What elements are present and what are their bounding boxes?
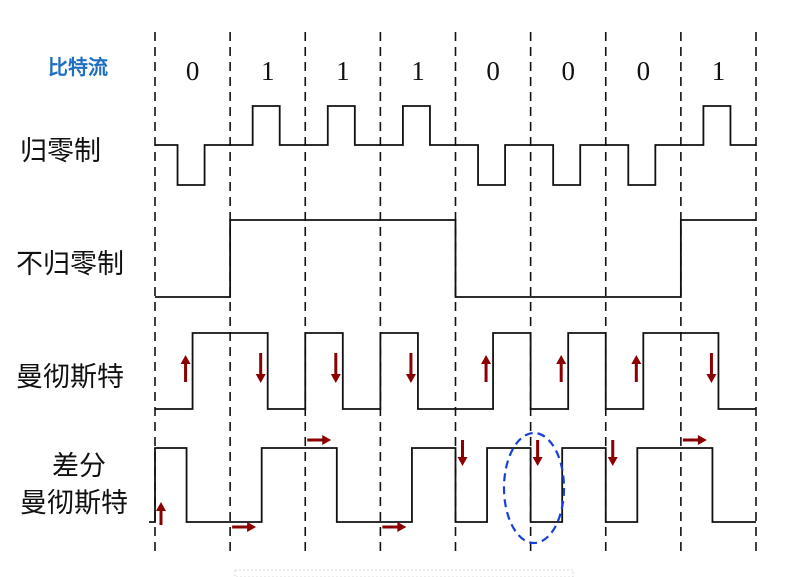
- label-diff-line2: 曼彻斯特: [20, 488, 128, 519]
- bit-value: 0: [486, 56, 500, 86]
- down-arrow-head: [607, 457, 618, 466]
- label-manchester: 曼彻斯特: [16, 362, 124, 393]
- transition-arrows: [156, 353, 717, 532]
- label-nrz: 不归零制: [16, 249, 124, 280]
- down-arrow-head: [255, 374, 266, 383]
- highlight-ellipse: [502, 431, 566, 545]
- down-arrow-head: [330, 374, 341, 383]
- down-arrow-head: [457, 457, 468, 466]
- up-arrow-head: [156, 502, 166, 511]
- bit-value: 0: [637, 56, 651, 86]
- bit-values: 0 1 1 1 0 0 0 1: [186, 56, 725, 86]
- down-arrow-head: [405, 374, 416, 383]
- right-arrow-head: [322, 435, 332, 445]
- down-arrow-head: [532, 457, 543, 466]
- nrz-waveform: [155, 219, 756, 298]
- right-arrow-head: [247, 522, 257, 532]
- bit-value: 0: [561, 56, 575, 86]
- differential-manchester-waveform: [149, 447, 756, 523]
- label-diff-line1: 差分: [52, 451, 106, 482]
- bitstream-header: 比特流: [48, 55, 108, 79]
- manchester-waveform: [155, 332, 756, 410]
- bit-value: 1: [411, 56, 425, 86]
- rz-waveform: [155, 105, 756, 186]
- right-arrow-head: [697, 435, 707, 445]
- bit-value: 0: [186, 56, 200, 86]
- up-arrow-head: [481, 355, 492, 364]
- up-arrow-head: [556, 355, 567, 364]
- bit-value: 1: [261, 56, 275, 86]
- right-arrow-head: [397, 522, 407, 532]
- up-arrow-head: [631, 355, 642, 364]
- bit-value: 1: [336, 56, 350, 86]
- caption-box: [234, 569, 574, 577]
- down-arrow-head: [706, 374, 717, 383]
- bit-value: 1: [712, 56, 726, 86]
- label-rz: 归零制: [20, 136, 101, 167]
- up-arrow-head: [180, 355, 191, 364]
